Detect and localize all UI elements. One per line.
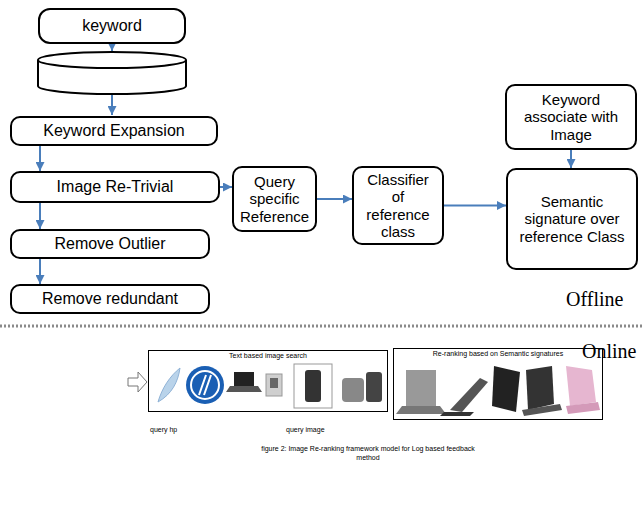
flow-arrow bbox=[39, 259, 41, 284]
process-box: Remove Outlier bbox=[10, 229, 210, 259]
input-box: keyword bbox=[38, 8, 186, 44]
flow-arrow bbox=[220, 186, 232, 188]
box-text: Image Re-Trivial bbox=[57, 178, 174, 196]
reranked-thumbnails bbox=[396, 366, 600, 416]
process-box: Remove redundant bbox=[10, 284, 210, 314]
screenshot-panel: Re-ranking based on Semantic signatures bbox=[393, 348, 603, 420]
box-text: Remove redundant bbox=[42, 290, 178, 308]
flow-arrow bbox=[570, 150, 572, 168]
database-symbol bbox=[38, 52, 186, 94]
box-text: Text based image search bbox=[229, 352, 307, 360]
image-label: query hp bbox=[150, 426, 177, 433]
box-text: keyword bbox=[82, 17, 142, 35]
input-box: Keyword associate with Image bbox=[505, 84, 637, 150]
process-box: Classifier of reference class bbox=[352, 166, 444, 245]
screenshot-panel: Text based image search bbox=[148, 350, 388, 412]
section-divider bbox=[0, 325, 643, 328]
flow-arrow bbox=[317, 198, 352, 200]
image-label: query image bbox=[286, 426, 325, 433]
box-text: Keyword Expansion bbox=[43, 122, 184, 140]
process-box: Keyword Expansion bbox=[10, 116, 218, 146]
section-label: Offline bbox=[566, 288, 623, 311]
section-label: Online bbox=[582, 340, 636, 363]
flow-arrow bbox=[39, 146, 41, 171]
input-arrow bbox=[128, 372, 147, 392]
output-box: Semantic signature over reference Class bbox=[506, 168, 638, 270]
box-text: Keyword associate with Image bbox=[513, 91, 629, 143]
box-text: Re-ranking based on Semantic signatures bbox=[433, 350, 563, 358]
process-box: Query specific Reference bbox=[232, 166, 317, 232]
flow-arrow bbox=[111, 95, 113, 115]
box-text: Remove Outlier bbox=[54, 235, 165, 253]
flow-arrow bbox=[39, 203, 41, 229]
figure-caption: figure 2: Image Re-ranking framework mod… bbox=[250, 444, 486, 462]
box-text: Semantic signature over reference Class bbox=[514, 193, 630, 245]
box-text: Query specific Reference bbox=[240, 173, 309, 225]
box-text: Classifier of reference class bbox=[360, 171, 436, 240]
result-thumbnails bbox=[158, 364, 382, 408]
process-box: Image Re-Trivial bbox=[10, 171, 220, 203]
flow-arrow bbox=[111, 44, 113, 51]
flow-arrow bbox=[444, 205, 506, 207]
